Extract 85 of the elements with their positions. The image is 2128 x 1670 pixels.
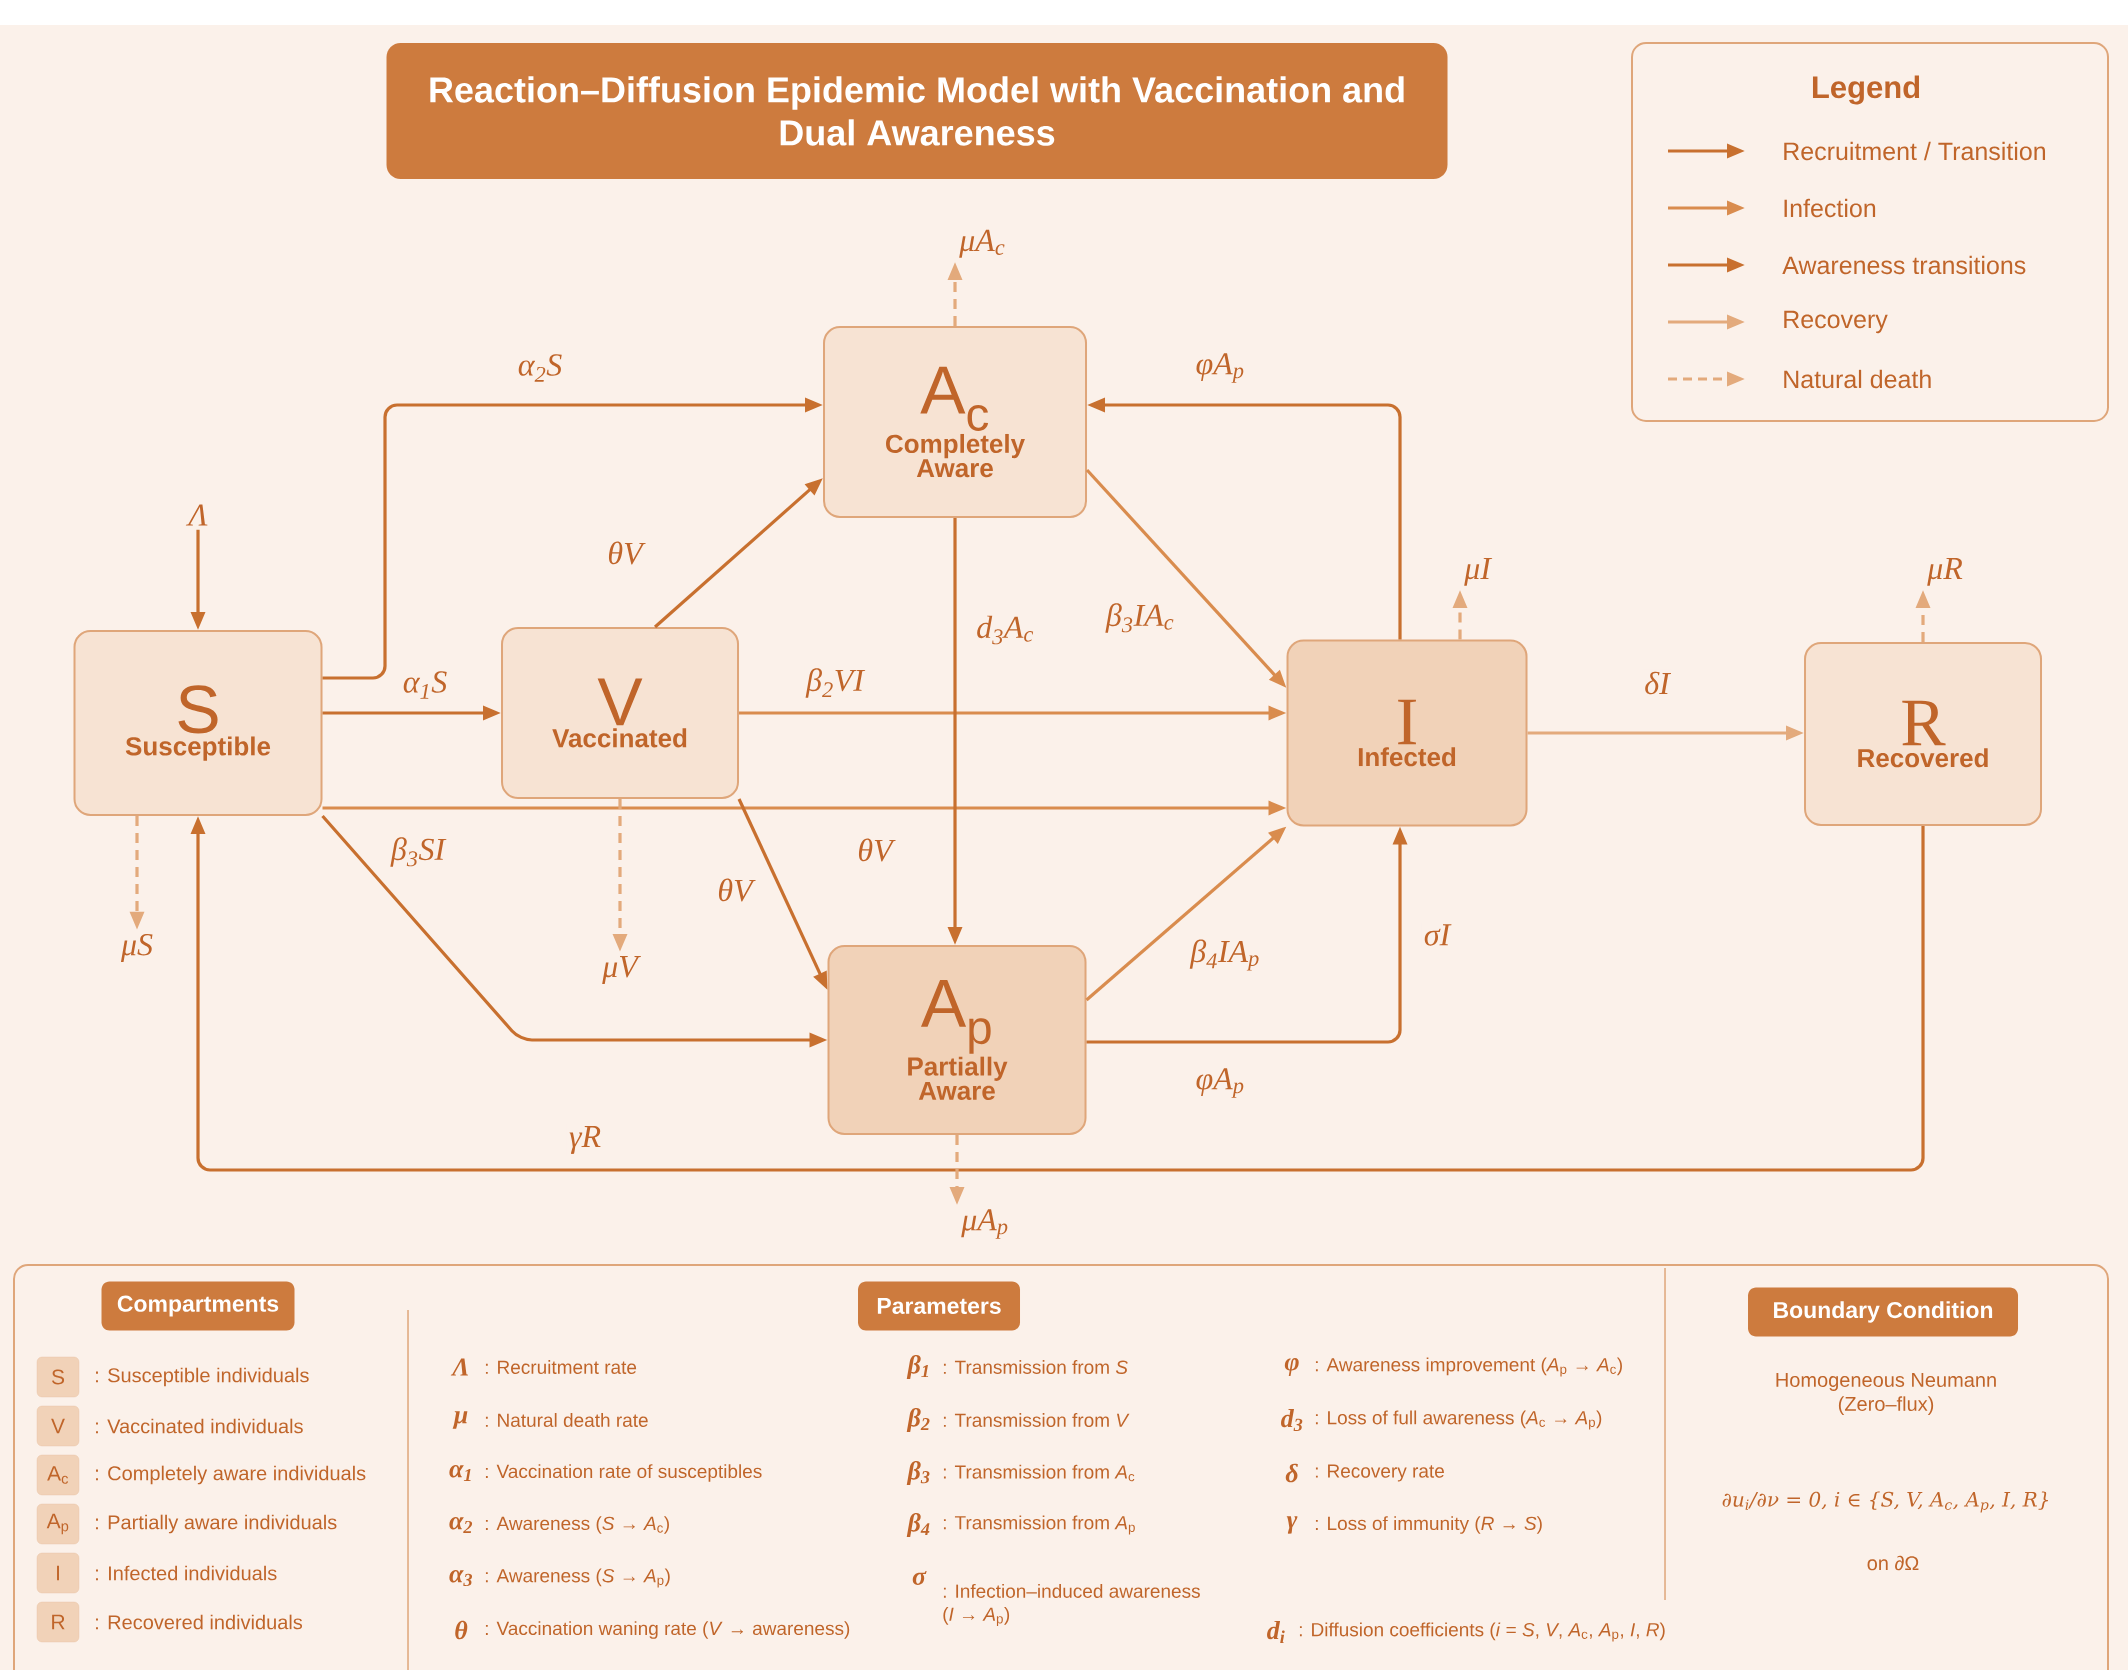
rate-label: μA$_{c}$ <box>959 229 1005 258</box>
edge-label: θV <box>605 539 646 567</box>
description-text: : Transmission from V <box>943 1413 1130 1427</box>
description-text: : Transmission from A$_{p}$ <box>943 1515 1135 1535</box>
section-header: Compartments <box>101 1281 295 1331</box>
description-text: : Vaccinated individuals <box>96 1418 303 1434</box>
parameter-symbol: β$_{1}$ <box>906 1355 929 1379</box>
description-text: : Transmission from S <box>943 1360 1128 1374</box>
rate-label: μR <box>1927 558 1963 586</box>
compartment-badge: I <box>36 1552 80 1594</box>
legend-text: Natural death <box>1784 369 1931 389</box>
parameter-symbol: γ <box>1286 1516 1298 1534</box>
parameter-symbol: β$_{2}$ <box>906 1408 930 1432</box>
description-text: : Vaccination waning rate (V → awareness) <box>485 1621 850 1639</box>
parameter-symbol: β$_{4}$ <box>906 1513 930 1537</box>
parameter-symbol: θ <box>455 1620 468 1640</box>
legend-title: Legend <box>1812 75 1920 105</box>
boundary-formula: ∂u$_{i}$/∂ν = 0, i ∈ {S, V, A$_{c}$, A$_{p}$, I, R} <box>1722 1491 2049 1513</box>
edge-label: β$_{3}$SI <box>388 835 448 869</box>
description-text: : Diffusion coefficients (i = S, V, A$_{c}$, A$_{p}$, I, R) <box>1299 1622 1665 1642</box>
edge-label: d$_{3}$A$_{c}$ <box>974 613 1036 647</box>
parameter-symbol: Λ <box>450 1358 468 1376</box>
section-header: Parameters <box>858 1281 1020 1331</box>
parameter-symbol: φ <box>1284 1358 1299 1376</box>
edge-label: σI <box>1421 922 1453 948</box>
edge-label: α$_{1}$S <box>400 669 450 701</box>
edge-label: φA$_{p}$ <box>1193 351 1247 385</box>
compartment-box: A$_{c}$ Completely Aware <box>823 326 1087 518</box>
section-header: Boundary Condition <box>1748 1287 2018 1337</box>
description-text: : Infection–induced awareness (I → A$_{p}$) <box>943 1583 1200 1627</box>
edge-label: β$_{2}$VI <box>804 666 866 700</box>
parameter-symbol: α$_{1}$ <box>449 1465 471 1481</box>
compartment-box: V Vaccinated <box>501 627 739 799</box>
compartment-badge: A$_{p}$ <box>36 1503 80 1545</box>
edge-label: β$_{3}$IA$_{c}$ <box>1103 601 1177 635</box>
compartment-box: S Susceptible <box>73 630 323 816</box>
rate-label: μS <box>120 934 153 962</box>
description-text: : Partially aware individuals <box>96 1514 337 1534</box>
compartment-box: R Recovered <box>1804 642 2042 826</box>
description-text: : Infected individuals <box>96 1565 277 1581</box>
parameter-symbol: α$_{2}$ <box>449 1517 473 1533</box>
compartment-badge: R <box>36 1601 80 1643</box>
parameter-symbol: β$_{3}$ <box>906 1461 930 1485</box>
description-text: : Recovery rate <box>1315 1464 1444 1482</box>
description-text: : Recovered individuals <box>96 1614 303 1630</box>
description-text: : Recruitment rate <box>485 1360 637 1374</box>
description-text: : Loss of immunity (R → S) <box>1315 1516 1542 1534</box>
description-text: Homogeneous Neumann (Zero–flux) <box>1776 1373 1996 1415</box>
edge-label: δI <box>1642 669 1672 697</box>
description-text: : Transmission from A$_{c}$ <box>943 1464 1135 1482</box>
compartment-badge: A$_{c}$ <box>36 1454 80 1496</box>
description-text: : Awareness improvement (A$_{p}$ → A$_{c}$) <box>1315 1357 1622 1377</box>
edge-label: γR <box>566 1124 604 1156</box>
edge-label: α$_{2}$S <box>515 352 565 384</box>
parameter-symbol: d$_{i}$ <box>1267 1620 1285 1644</box>
description-text: : Awareness (S → A$_{c}$) <box>485 1516 669 1534</box>
legend-text: Awareness transitions <box>1782 255 2026 275</box>
rate-label: μI <box>1464 558 1493 586</box>
rate-label: φA$_{p}$ <box>1196 1068 1244 1098</box>
description-text: : Natural death rate <box>485 1413 648 1427</box>
parameter-symbol: δ <box>1285 1463 1298 1483</box>
description-text: : Loss of full awareness (A$_{c}$ → A$_{p}$) <box>1315 1410 1602 1430</box>
description-text: : Awareness (S → A$_{p}$) <box>485 1568 670 1588</box>
compartment-box: A$_{p}$ Partially Aware <box>827 945 1087 1135</box>
edge-label: θV <box>715 876 756 904</box>
legend-text: Recruitment / Transition <box>1784 141 2045 161</box>
parameter-symbol: σ <box>912 1571 927 1585</box>
parameter-symbol: μ <box>452 1411 468 1429</box>
rate-label: Λ <box>185 504 208 526</box>
description-text: on ∂Ω <box>1867 1555 1919 1571</box>
compartment-badge: V <box>36 1405 80 1447</box>
parameter-symbol: d$_{3}$ <box>1281 1409 1303 1431</box>
description-text: : Completely aware individuals <box>96 1465 366 1485</box>
edge-label: β$_{4}$IA$_{p}$ <box>1188 937 1262 973</box>
compartment-badge: S <box>36 1356 80 1398</box>
description-text: : Vaccination rate of susceptibles <box>485 1464 762 1482</box>
rate-label: μA$_{p}$ <box>961 1209 1008 1239</box>
legend-text: Recovery <box>1784 310 1888 334</box>
parameter-symbol: α$_{3}$ <box>449 1569 472 1587</box>
legend-text: Infection <box>1784 198 1876 218</box>
rate-label: θV <box>858 838 896 862</box>
rate-label: μV <box>602 956 641 984</box>
description-text: : Susceptible individuals <box>96 1367 309 1387</box>
title-banner: Reaction–Diffusion Epidemic Model with Vaccination and Dual Awareness <box>386 43 1448 179</box>
compartment-box: I Infected <box>1286 639 1528 827</box>
